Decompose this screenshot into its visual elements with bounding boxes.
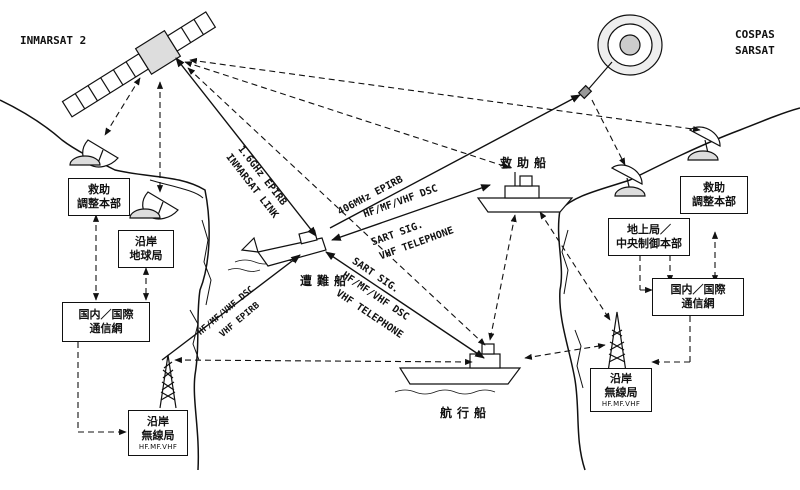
cospas-label: COSPAS xyxy=(735,28,775,41)
right-communication-network: 国内／国際 通信網 xyxy=(652,278,744,316)
left-communication-network: 国内／国際 通信網 xyxy=(62,302,150,342)
sailing-ship-label: 航行船 xyxy=(440,406,492,420)
left-ces-line1: 沿岸 xyxy=(135,235,157,248)
left-rcc-line1: 救助 xyxy=(88,183,110,196)
rescue-ship-label: 救助船 xyxy=(500,156,552,170)
sarsat-label: SARSAT xyxy=(735,44,775,57)
dish-antenna-icon xyxy=(129,191,179,220)
left-coast-earth-station: 沿岸 地球局 xyxy=(118,230,174,268)
rescue-ship-icon xyxy=(476,172,574,213)
sailing-ship-icon xyxy=(398,343,522,385)
right-network-line2: 通信網 xyxy=(681,297,715,310)
dish-antenna-icon xyxy=(69,139,119,168)
right-rcc-line1: 救助 xyxy=(703,181,725,194)
right-ground-station: 地上局／ 中央制御本部 xyxy=(608,218,690,256)
left-coast-radio-station: 沿岸 無線局 HF.MF.VHF xyxy=(128,410,188,456)
right-lut-line1: 地上局／ xyxy=(627,223,671,236)
distressed-ship-icon xyxy=(240,229,327,267)
right-network-line1: 国内／国際 xyxy=(670,283,726,296)
right-rcc-line2: 調整本部 xyxy=(692,195,736,208)
right-radio-bands: HF.MF.VHF xyxy=(601,399,641,408)
left-rescue-coordination-center: 救助 調整本部 xyxy=(68,178,130,216)
left-ces-line2: 地球局 xyxy=(129,249,163,262)
inmarsat-satellite-icon xyxy=(61,11,217,118)
right-rescue-coordination-center: 救助 調整本部 xyxy=(680,176,748,214)
left-network-line2: 通信網 xyxy=(89,322,123,335)
radio-tower-icon xyxy=(607,311,627,373)
dish-antenna-icon xyxy=(687,126,721,161)
right-radio-line1: 沿岸 xyxy=(610,371,632,385)
left-radio-line2: 無線局 xyxy=(141,428,175,442)
inmarsat-label: INMARSAT 2 xyxy=(20,34,87,47)
radio-tower-icon xyxy=(159,354,177,409)
dish-antenna-icon xyxy=(610,164,646,197)
distressed-ship-label: 遭難船 xyxy=(300,274,352,288)
right-coast-radio-station: 沿岸 無線局 HF.MF.VHF xyxy=(590,368,652,412)
right-radio-line2: 無線局 xyxy=(604,385,638,399)
right-lut-line2: 中央制御本部 xyxy=(616,237,682,250)
left-radio-line1: 沿岸 xyxy=(147,414,169,428)
cospas-sarsat-satellite-icon xyxy=(577,14,663,100)
left-radio-bands: HF.MF.VHF xyxy=(138,442,178,451)
left-rcc-line2: 調整本部 xyxy=(77,197,121,210)
left-network-line1: 国内／国際 xyxy=(78,308,134,321)
communication-links xyxy=(77,57,719,436)
